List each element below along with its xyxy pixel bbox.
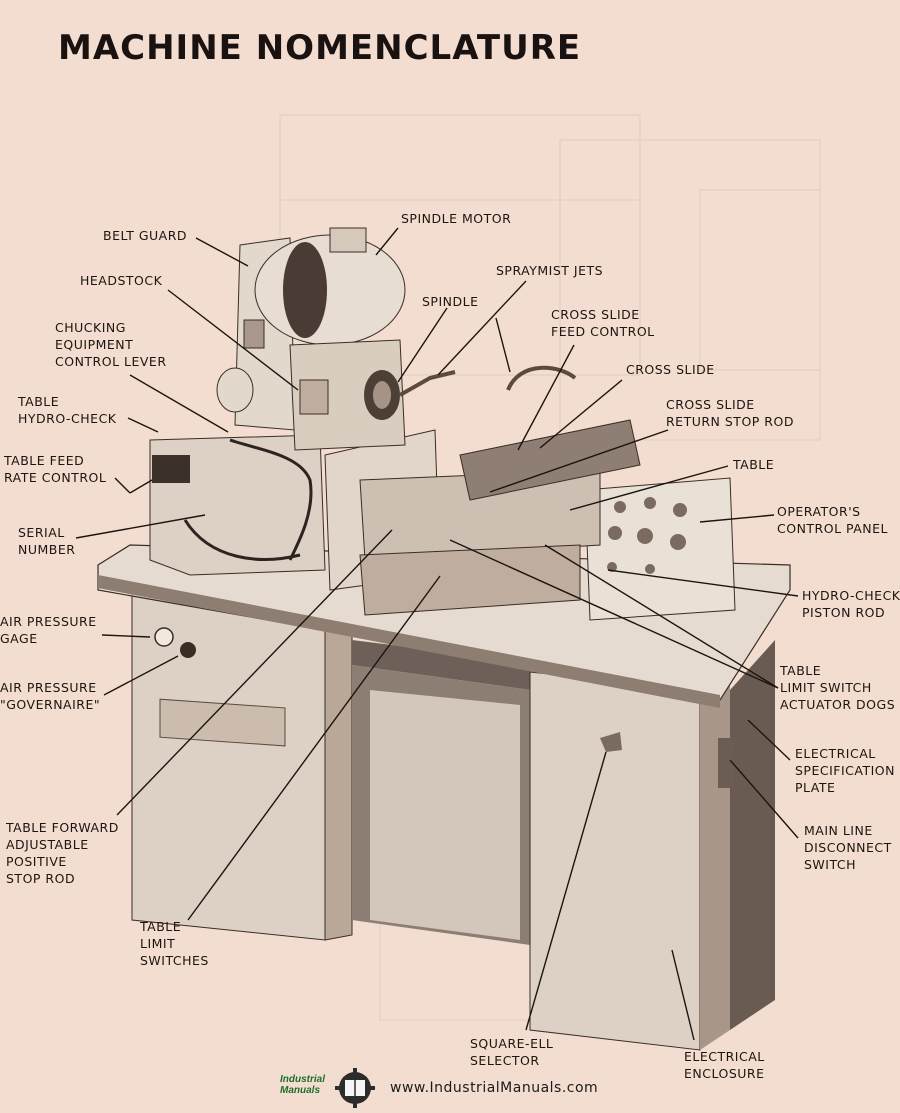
label-air-pressure-governaire: AIR PRESSURE "GOVERNAIRE" [0,680,101,712]
label-cross-slide-return-stop-rod: CROSS SLIDE RETURN STOP ROD [666,397,794,429]
industrial-manuals-logo: Industrial Manuals [280,1068,375,1108]
label-main-line-disconnect-switch: MAIN LINE DISCONNECT SWITCH [804,823,892,872]
label-table: TABLE [733,457,775,472]
cabinet-base [131,579,775,1051]
label-headstock: HEADSTOCK [80,273,163,288]
gear-book-icon [335,1068,375,1108]
label-cross-slide: CROSS SLIDE [626,362,715,377]
label-cross-slide-feed-control: CROSS SLIDE FEED CONTROL [551,307,655,339]
label-square-ell-selector: SQUARE-ELL SELECTOR [470,1036,554,1068]
label-serial-number: SERIAL NUMBER [18,525,76,557]
label-belt-guard: BELT GUARD [103,228,188,243]
label-table-feed-rate-control: TABLE FEED RATE CONTROL [4,453,107,485]
label-spraymist-jets: SPRAYMIST JETS [496,263,604,278]
label-spindle-motor: SPINDLE MOTOR [401,211,512,226]
label-electrical-enclosure: ELECTRICAL ENCLOSURE [684,1049,765,1081]
label-table-hydro-check: TABLE HYDRO-CHECK [18,394,117,426]
footer-url[interactable]: www.IndustrialManuals.com [390,1080,599,1096]
page-title: MACHINE NOMENCLATURE [58,28,582,68]
label-operators-control-panel: OPERATOR'S CONTROL PANEL [777,504,889,536]
label-table-forward-stop-rod: TABLE FORWARD ADJUSTABLE POSITIVE STOP R… [6,820,119,886]
label-table-limit-switches: TABLE LIMIT SWITCHES [140,919,209,968]
label-spindle: SPINDLE [422,294,479,309]
label-electrical-specification-plate: ELECTRICAL SPECIFICATION PLATE [795,746,895,795]
logo-text: Industrial Manuals [280,1074,326,1096]
label-chucking-lever: CHUCKING EQUIPMENT CONTROL LEVER [55,320,167,369]
label-hydro-check-piston-rod: HYDRO-CHECK PISTON ROD [802,588,900,620]
label-air-pressure-gage: AIR PRESSURE GAGE [0,614,97,646]
label-table-limit-switch-actuator-dogs: TABLE LIMIT SWITCH ACTUATOR DOGS [780,663,896,712]
